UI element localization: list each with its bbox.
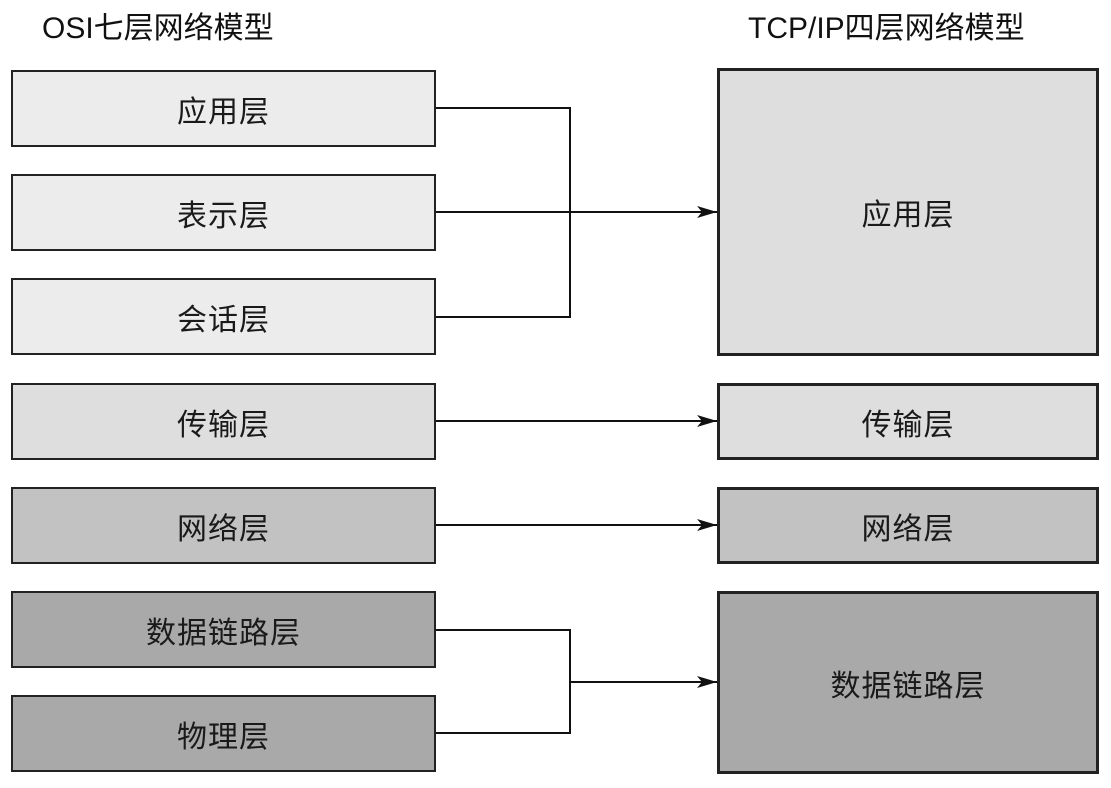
tcpip-application-layer: 应用层 [717,68,1099,356]
bracket-lower [436,629,571,734]
lower-layers-connector [436,629,717,734]
osi-session-layer: 会话层 [11,278,436,355]
osi-transport-layer: 传输层 [11,383,436,460]
tcpip-heading: TCP/IP四层网络模型 [748,12,1025,45]
osi-network-layer: 网络层 [11,487,436,564]
osi-physical-layer: 物理层 [11,695,436,772]
osi-data-link-layer: 数据链路层 [11,591,436,668]
osi-heading: OSI七层网络模型 [42,12,274,45]
upper-layers-connector [436,107,717,318]
tcpip-transport-layer: 传输层 [717,383,1099,460]
tcpip-data-link-layer: 数据链路层 [717,591,1099,774]
osi-application-layer: 应用层 [11,70,436,147]
osi-presentation-layer: 表示层 [11,174,436,251]
tcpip-network-layer: 网络层 [717,487,1099,564]
bracket-upper [436,107,571,318]
